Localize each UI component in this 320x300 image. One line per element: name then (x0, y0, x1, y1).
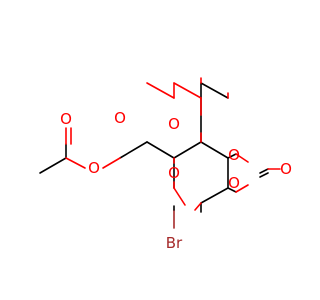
bond (235, 153, 249, 163)
atom-label-oxygen: O (168, 115, 180, 133)
molecule-structure: O O O O O O O O Br (39, 77, 292, 252)
bond (259, 172, 269, 178)
atom-label-oxygen: O (228, 174, 240, 192)
bond (200, 82, 229, 99)
atom-label-bromine: Br (166, 234, 183, 252)
bond (200, 187, 229, 204)
atom-label-oxygen: O (88, 159, 100, 177)
bond (102, 157, 121, 169)
bond (235, 184, 249, 193)
bond (200, 141, 229, 159)
bond (65, 157, 86, 169)
bond (119, 141, 148, 159)
bond (227, 187, 237, 193)
bond (173, 141, 202, 159)
atom-label-oxygen: O (228, 146, 240, 164)
bond (146, 141, 175, 159)
molecule-svg: O O O O O O O O Br (39, 77, 292, 252)
bond (259, 168, 269, 174)
atom-label-oxygen: O (114, 109, 126, 127)
bond (173, 187, 186, 206)
bond (227, 153, 237, 159)
bond (173, 82, 202, 99)
bond (194, 202, 202, 211)
atom-label-oxygen: O (280, 160, 292, 178)
atom-label-oxygen: O (168, 164, 180, 182)
atom-label-oxygen: O (60, 110, 72, 128)
bond (146, 82, 175, 99)
bond (39, 157, 67, 174)
